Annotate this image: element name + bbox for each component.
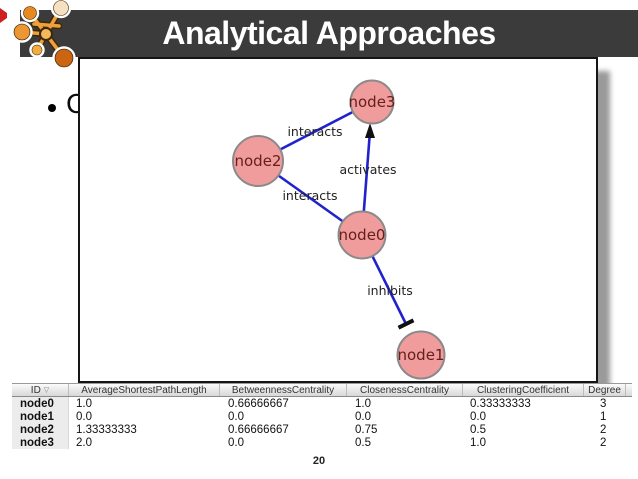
column-header-stub	[626, 384, 632, 396]
inhibition-tbar	[397, 318, 415, 330]
activation-arrowhead	[365, 123, 375, 138]
cell-avg-shortest-path: 1.33333333	[76, 423, 137, 436]
cell-avg-shortest-path: 0.0	[76, 410, 92, 423]
cell-avg-shortest-path: 1.0	[76, 397, 92, 410]
graph-node-node0	[337, 210, 387, 260]
sort-indicator-icon: ▽	[43, 387, 50, 394]
edge-label-interacts-top: interacts	[287, 124, 342, 139]
red-accent-shape	[0, 8, 7, 23]
node-label-node0: node0	[339, 226, 386, 244]
cell-betweenness: 0.0	[228, 436, 244, 449]
graph-node-node1	[396, 330, 446, 380]
title-bar: Analytical Approaches	[20, 10, 638, 57]
cell-id: node3	[12, 436, 69, 449]
bullet-marker	[48, 104, 56, 112]
cell-clustering: 0.33333333	[470, 397, 531, 410]
cell-clustering: 1.0	[470, 436, 486, 449]
table-row: node2 1.33333333 0.66666667 0.75 0.5 2	[12, 423, 632, 436]
node-label-node3: node3	[349, 93, 396, 111]
edge-label-inhibits: inhibits	[367, 283, 413, 298]
graph-node-node3	[349, 79, 395, 125]
column-header-id: ID▽	[12, 384, 69, 396]
node-attribute-table: ID▽ AverageShortestPathLength Betweennes…	[12, 383, 632, 449]
cell-closeness: 0.0	[355, 410, 371, 423]
network-graph: node2 node3 node0 node1 interacts intera…	[232, 79, 446, 380]
cell-avg-shortest-path: 2.0	[76, 436, 92, 449]
network-view-screenshot: node2 node3 node0 node1 interacts intera…	[78, 57, 598, 383]
node-label-node1: node1	[398, 346, 445, 364]
cell-degree: 2	[600, 423, 607, 436]
cell-closeness: 0.75	[355, 423, 378, 436]
cell-clustering: 0.5	[470, 423, 486, 436]
cytoscape-logo-icon	[11, 0, 76, 70]
page-number: 20	[312, 455, 326, 467]
cell-betweenness: 0.0	[228, 410, 244, 423]
node-label-node2: node2	[235, 152, 282, 170]
column-header-clustering-coefficient: ClusteringCoefficient	[463, 384, 584, 396]
table-row: node0 1.0 0.66666667 1.0 0.33333333 3	[12, 397, 632, 410]
table-row: node3 2.0 0.0 0.5 1.0 2	[12, 436, 632, 449]
cell-closeness: 1.0	[355, 397, 371, 410]
column-header-closeness-centrality: ClosenessCentrality	[347, 384, 463, 396]
column-header-degree: Degree	[584, 384, 626, 396]
cell-degree: 2	[600, 436, 607, 449]
column-header-betweenness-centrality: BetweennessCentrality	[220, 384, 347, 396]
page-title: Analytical Approaches	[162, 15, 496, 51]
cell-degree: 1	[600, 410, 607, 423]
cell-id: node2	[12, 423, 69, 436]
edge-label-activates: activates	[339, 162, 396, 177]
column-header-average-shortest-path-length: AverageShortestPathLength	[69, 384, 220, 396]
cell-betweenness: 0.66666667	[228, 397, 289, 410]
table-header-row: ID▽ AverageShortestPathLength Betweennes…	[12, 383, 632, 397]
cell-closeness: 0.5	[355, 436, 371, 449]
table-row: node1 0.0 0.0 0.0 0.0 1	[12, 410, 632, 423]
edge-label-interacts-bottom: interacts	[282, 188, 337, 203]
cell-id: node1	[12, 410, 69, 423]
cell-id: node0	[12, 397, 69, 410]
cell-degree: 3	[600, 397, 607, 410]
cell-clustering: 0.0	[470, 410, 486, 423]
graph-node-node2	[232, 135, 284, 187]
cell-betweenness: 0.66666667	[228, 423, 289, 436]
